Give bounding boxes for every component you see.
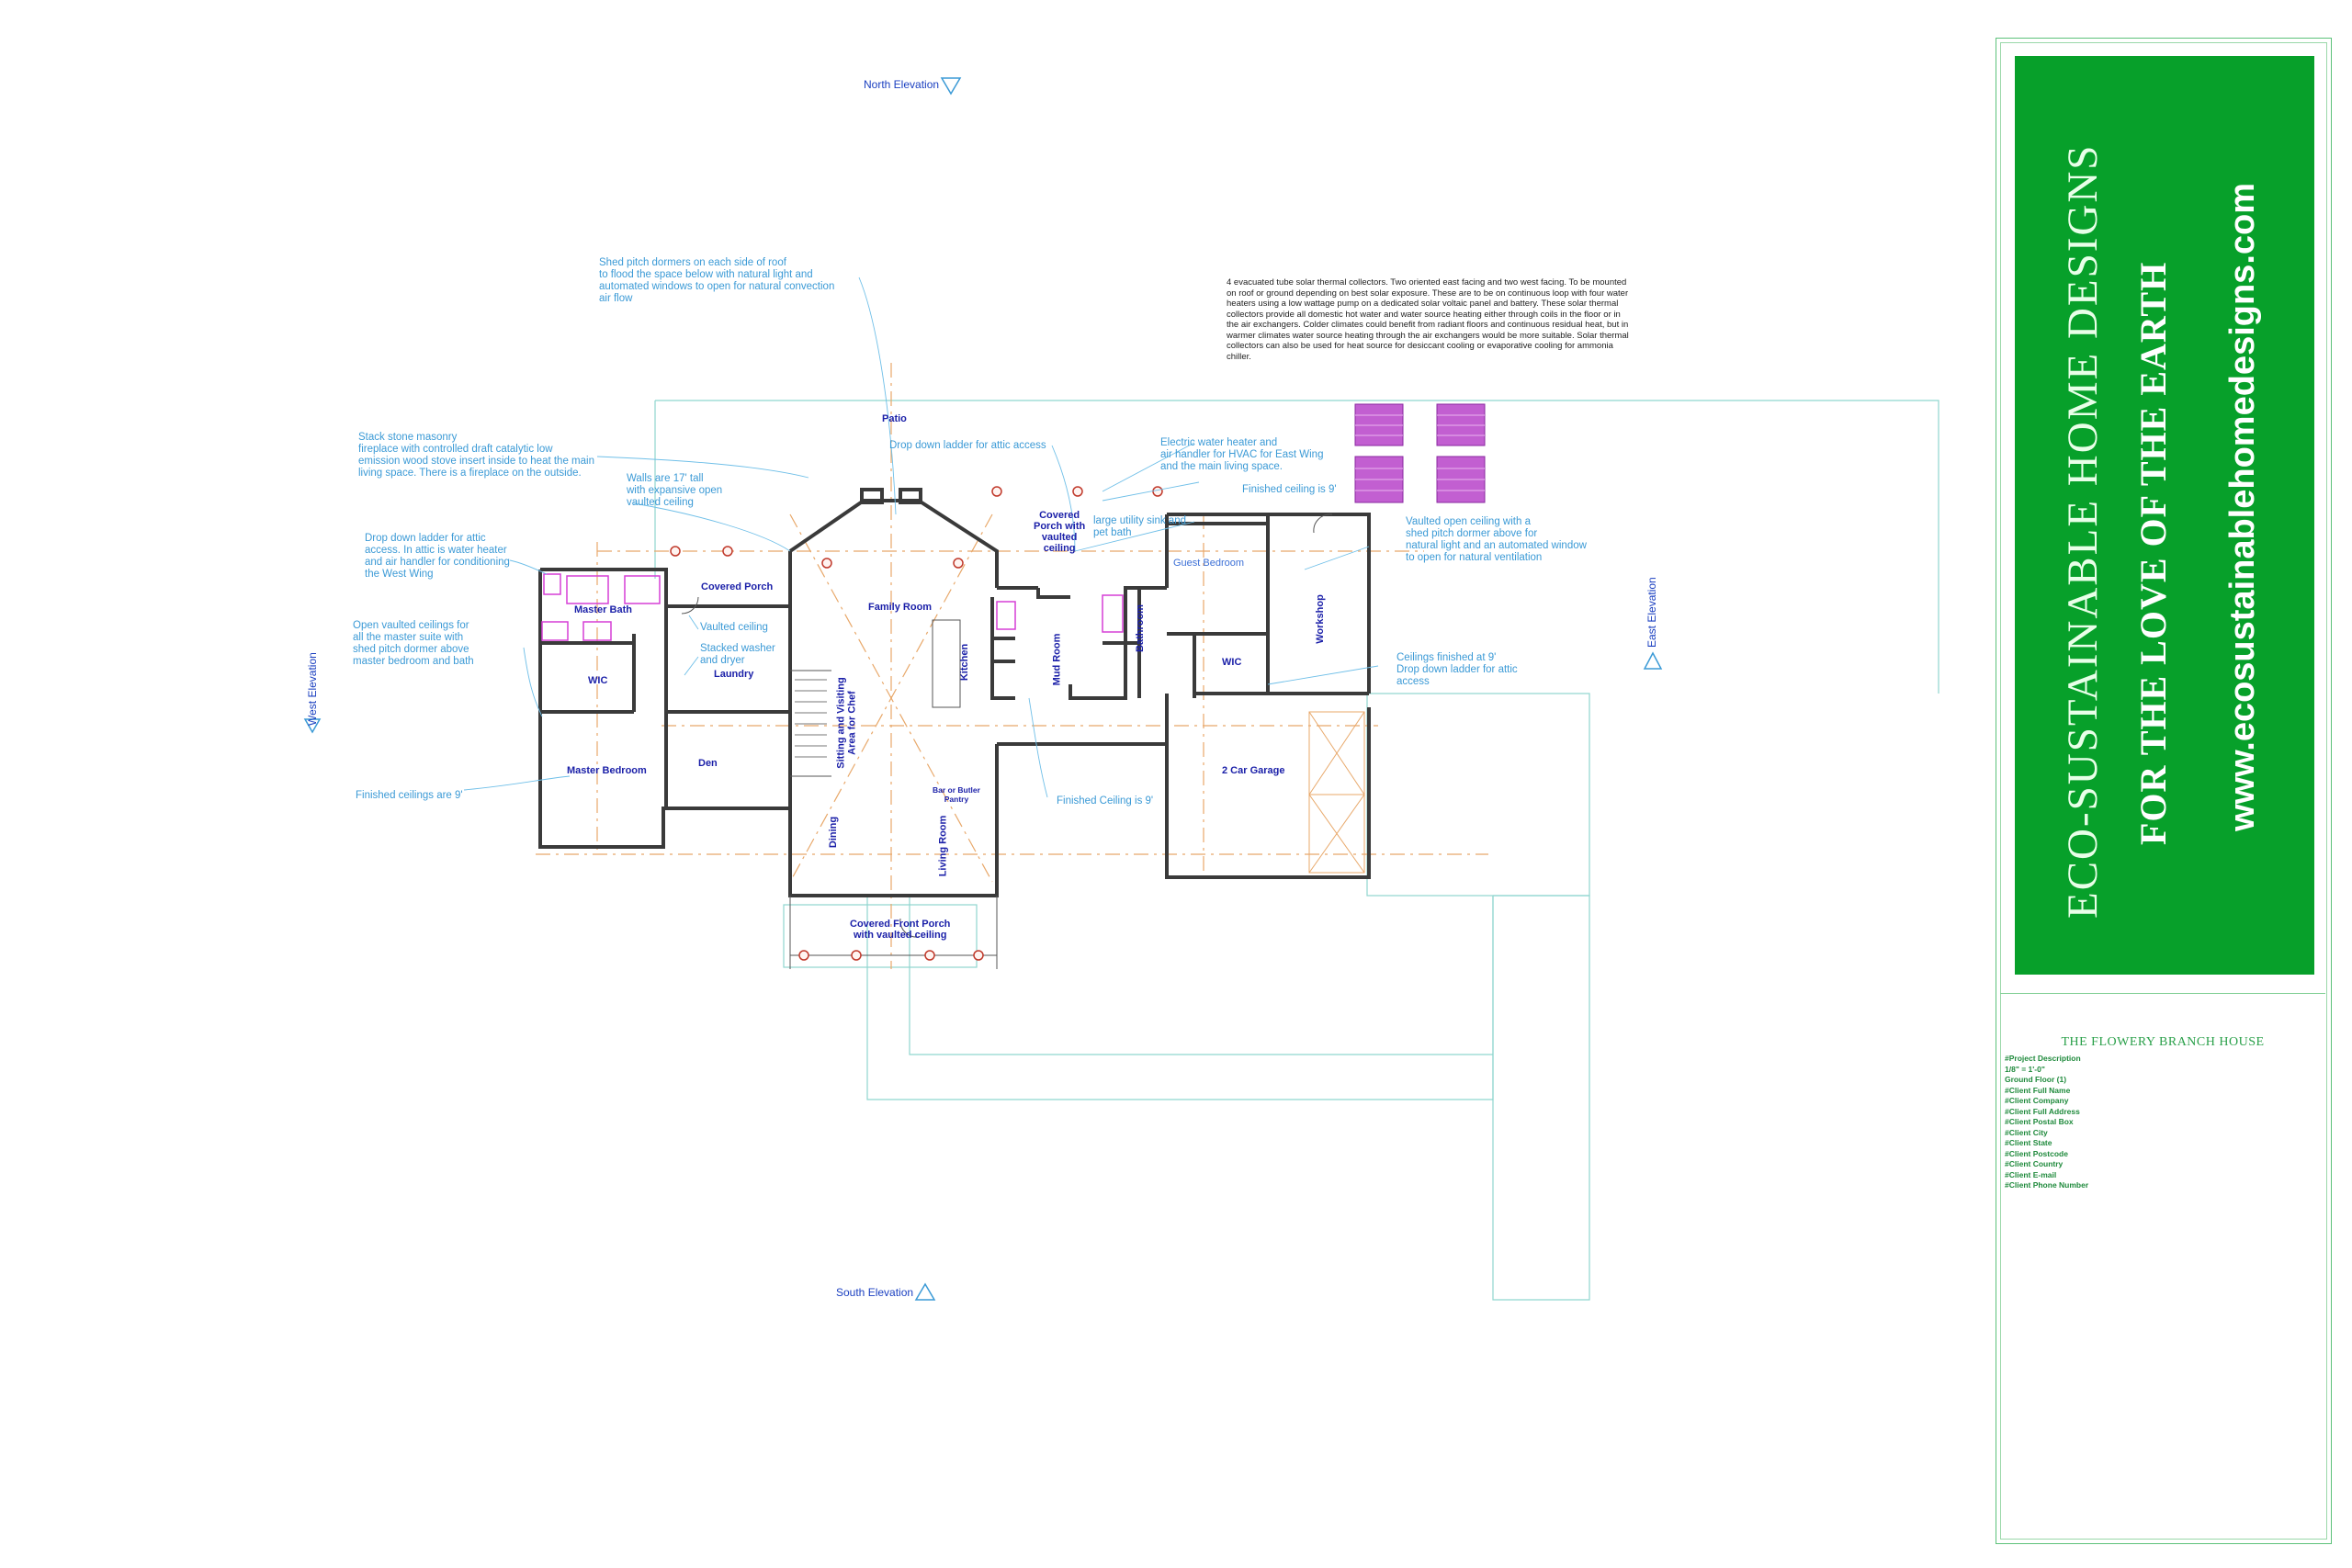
meta-line: #Client City — [2005, 1127, 2048, 1137]
bath-fixtures — [541, 573, 1124, 641]
note-electric-heater: Electric water heater and air handler fo… — [1160, 437, 1324, 472]
site-outline — [654, 400, 1939, 1301]
note-ceilings-garage: Ceilings finished at 9' Drop down ladder… — [1396, 652, 1518, 687]
note-finished-ceilings-west: Finished ceilings are 9' — [356, 790, 463, 801]
note-vaulted-open-east: Vaulted open ceiling with a shed pitch d… — [1406, 516, 1587, 563]
north-elevation-label: North Elevation — [864, 78, 940, 91]
elevation-markers — [303, 77, 1663, 1301]
room-label-laundry: Laundry — [714, 669, 754, 680]
project-house-name: THE FLOWERY BRANCH HOUSE — [2061, 1035, 2265, 1049]
note-fireplace: Stack stone masonry fireplace with contr… — [358, 432, 594, 479]
room-label-living-room: Living Room — [937, 815, 949, 877]
note-attic-access-top: Drop down ladder for attic access — [889, 440, 1046, 451]
note-finished-ceiling-top: Finished ceiling is 9' — [1242, 484, 1337, 495]
title-block-divider — [2000, 993, 2325, 994]
east-elevation-label: East Elevation — [1645, 577, 1658, 648]
note-utility-sink: large utility sink and pet bath — [1093, 515, 1186, 538]
south-elevation-label: South Elevation — [836, 1286, 914, 1299]
room-label-workshop: Workshop — [1314, 594, 1326, 644]
room-label-den: Den — [698, 758, 718, 769]
room-label-covered-front-porch: Covered Front Porch with vaulted ceiling — [850, 919, 951, 941]
meta-line: #Client Country — [2005, 1159, 2064, 1168]
meta-line: #Client E-mail — [2005, 1169, 2057, 1179]
meta-line: #Client Company — [2005, 1096, 2069, 1105]
room-label-garage: 2 Car Garage — [1222, 765, 1285, 776]
room-label-mud-room: Mud Room — [1051, 633, 1063, 686]
project-meta-list: #Project Description 1/8" = 1'-0" Ground… — [2005, 1054, 2317, 1191]
leader-lines — [463, 276, 1379, 798]
room-label-dining: Dining — [828, 816, 840, 849]
note-dormers: Shed pitch dormers on each side of roof … — [599, 257, 835, 304]
room-label-covered-porch-vaulted: Covered Porch with vaulted ceiling — [1034, 510, 1086, 554]
meta-line: #Project Description — [2005, 1054, 2081, 1063]
note-finished-ceiling-center: Finished Ceiling is 9' — [1057, 795, 1154, 807]
solar-collectors — [1354, 403, 1486, 503]
west-elevation-label: West Elevation — [306, 652, 319, 726]
garage-doors — [1308, 711, 1365, 874]
title-block-border — [1996, 38, 2332, 1544]
room-label-covered-porch: Covered Porch — [701, 581, 774, 592]
note-walls-17: Walls are 17' tall with expansive open v… — [627, 473, 723, 508]
room-label-wic-east: WIC — [1222, 657, 1242, 668]
meta-line: Ground Floor (1) — [2005, 1075, 2067, 1084]
meta-line: #Client Full Name — [2005, 1085, 2071, 1095]
title-block-inner-border — [2000, 42, 2327, 1540]
walls — [538, 488, 1371, 897]
room-label-master-bath: Master Bath — [574, 604, 632, 615]
room-label-wic-west: WIC — [588, 675, 608, 686]
meta-line: #Client Postcode — [2005, 1148, 2068, 1158]
note-attic-west: Drop down ladder for attic access. In at… — [365, 533, 510, 580]
meta-line: #Client State — [2005, 1138, 2052, 1147]
solar-collector-stripes — [1355, 414, 1485, 491]
dormer-light-markers — [670, 486, 1163, 961]
meta-line: #Client Phone Number — [2005, 1180, 2089, 1190]
meta-line: 1/8" = 1'-0" — [2005, 1064, 2045, 1074]
room-label-kitchen: Kitchen — [959, 643, 971, 682]
meta-line: #Client Full Address — [2005, 1106, 2080, 1116]
note-vaulted-ceiling: Vaulted ceiling — [700, 622, 768, 633]
room-label-family-room: Family Room — [868, 602, 933, 613]
brand-name: ECO-SUSTAINABLE HOME DESIGNS — [2059, 143, 2107, 919]
room-label-pantry: Bar or Butler Pantry — [933, 785, 980, 804]
interior-details — [681, 513, 1333, 969]
room-label-bathroom: Bathroom — [1134, 604, 1146, 652]
note-open-vaulted-master: Open vaulted ceilings for all the master… — [353, 620, 474, 667]
room-label-guest-bedroom: Guest Bedroom — [1173, 558, 1245, 569]
note-stacked-washer: Stacked washer and dryer — [700, 643, 775, 666]
brand-website: www.ecosustainablehomedesigns.com — [2223, 182, 2262, 831]
room-label-patio: Patio — [882, 413, 907, 424]
brand-panel — [2015, 56, 2314, 975]
brand-tagline: FOR THE LOVE OF THE EARTH — [2132, 261, 2174, 845]
room-label-master-bedroom: Master Bedroom — [567, 765, 647, 776]
room-label-sitting-area: Sitting and Visiting Area for Chef — [835, 677, 858, 769]
solar-collector-note: 4 evacuated tube solar thermal collector… — [1227, 277, 1629, 362]
meta-line: #Client Postal Box — [2005, 1117, 2074, 1126]
